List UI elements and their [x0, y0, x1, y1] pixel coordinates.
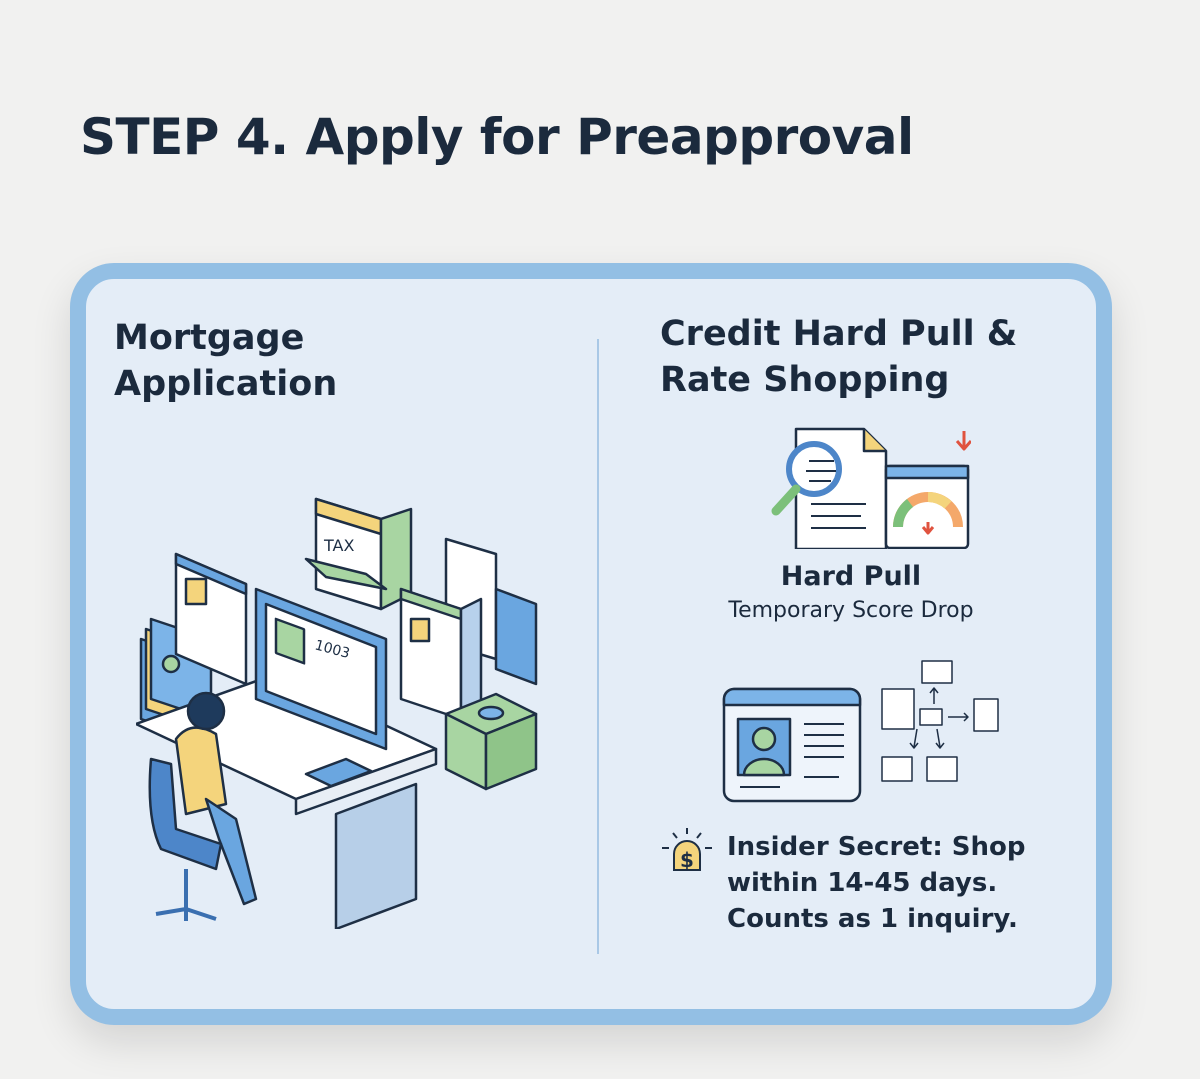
- tax-document-icon: TAX: [304, 497, 413, 611]
- resume-document-icon: [174, 552, 248, 686]
- column-divider: [597, 339, 599, 954]
- hard-pull-title: Hard Pull: [780, 561, 922, 592]
- heading-line: Mortgage: [114, 318, 305, 358]
- hard-pull-subtitle: Temporary Score Drop: [728, 598, 974, 623]
- tip-line: within 14-45 days.: [727, 868, 998, 898]
- tax-label: TAX: [323, 536, 354, 555]
- step-card: Mortgage Application TAX: [70, 263, 1112, 1025]
- lender-comparison-icon: [881, 660, 999, 782]
- mortgage-application-illustration: TAX 1003: [136, 497, 538, 929]
- insider-secret-tip: Insider Secret: Shop within 14-45 days. …: [727, 829, 1026, 937]
- loan-form-icon: [399, 587, 483, 721]
- cash-stack-icon: [444, 692, 538, 791]
- page-title: STEP 4. Apply for Preapproval: [80, 108, 914, 166]
- person-icon: [148, 691, 258, 921]
- calculator-icon: [304, 757, 373, 788]
- svg-text:$: $: [680, 848, 694, 872]
- tip-line: Counts as 1 inquiry.: [727, 904, 1018, 934]
- heading-line: Application: [114, 364, 338, 404]
- tip-line: Insider Secret: Shop: [727, 832, 1026, 862]
- credit-score-gauge-icon: [884, 464, 970, 549]
- credit-hard-pull-heading: Credit Hard Pull & Rate Shopping: [660, 311, 1017, 403]
- hard-pull-icon: [771, 427, 971, 549]
- rate-shopping-illustration: [722, 660, 999, 803]
- desk-icon: [136, 672, 438, 929]
- heading-line: Rate Shopping: [660, 360, 950, 400]
- mortgage-application-heading: Mortgage Application: [114, 315, 337, 407]
- heading-line: Credit Hard Pull &: [660, 314, 1018, 354]
- score-down-arrow-icon: [955, 431, 971, 451]
- dollar-tip-icon: $: [662, 828, 712, 872]
- computer-monitor-icon: 1003: [254, 587, 388, 751]
- magnifying-glass-icon: [771, 441, 842, 516]
- applicant-profile-icon: [722, 687, 862, 803]
